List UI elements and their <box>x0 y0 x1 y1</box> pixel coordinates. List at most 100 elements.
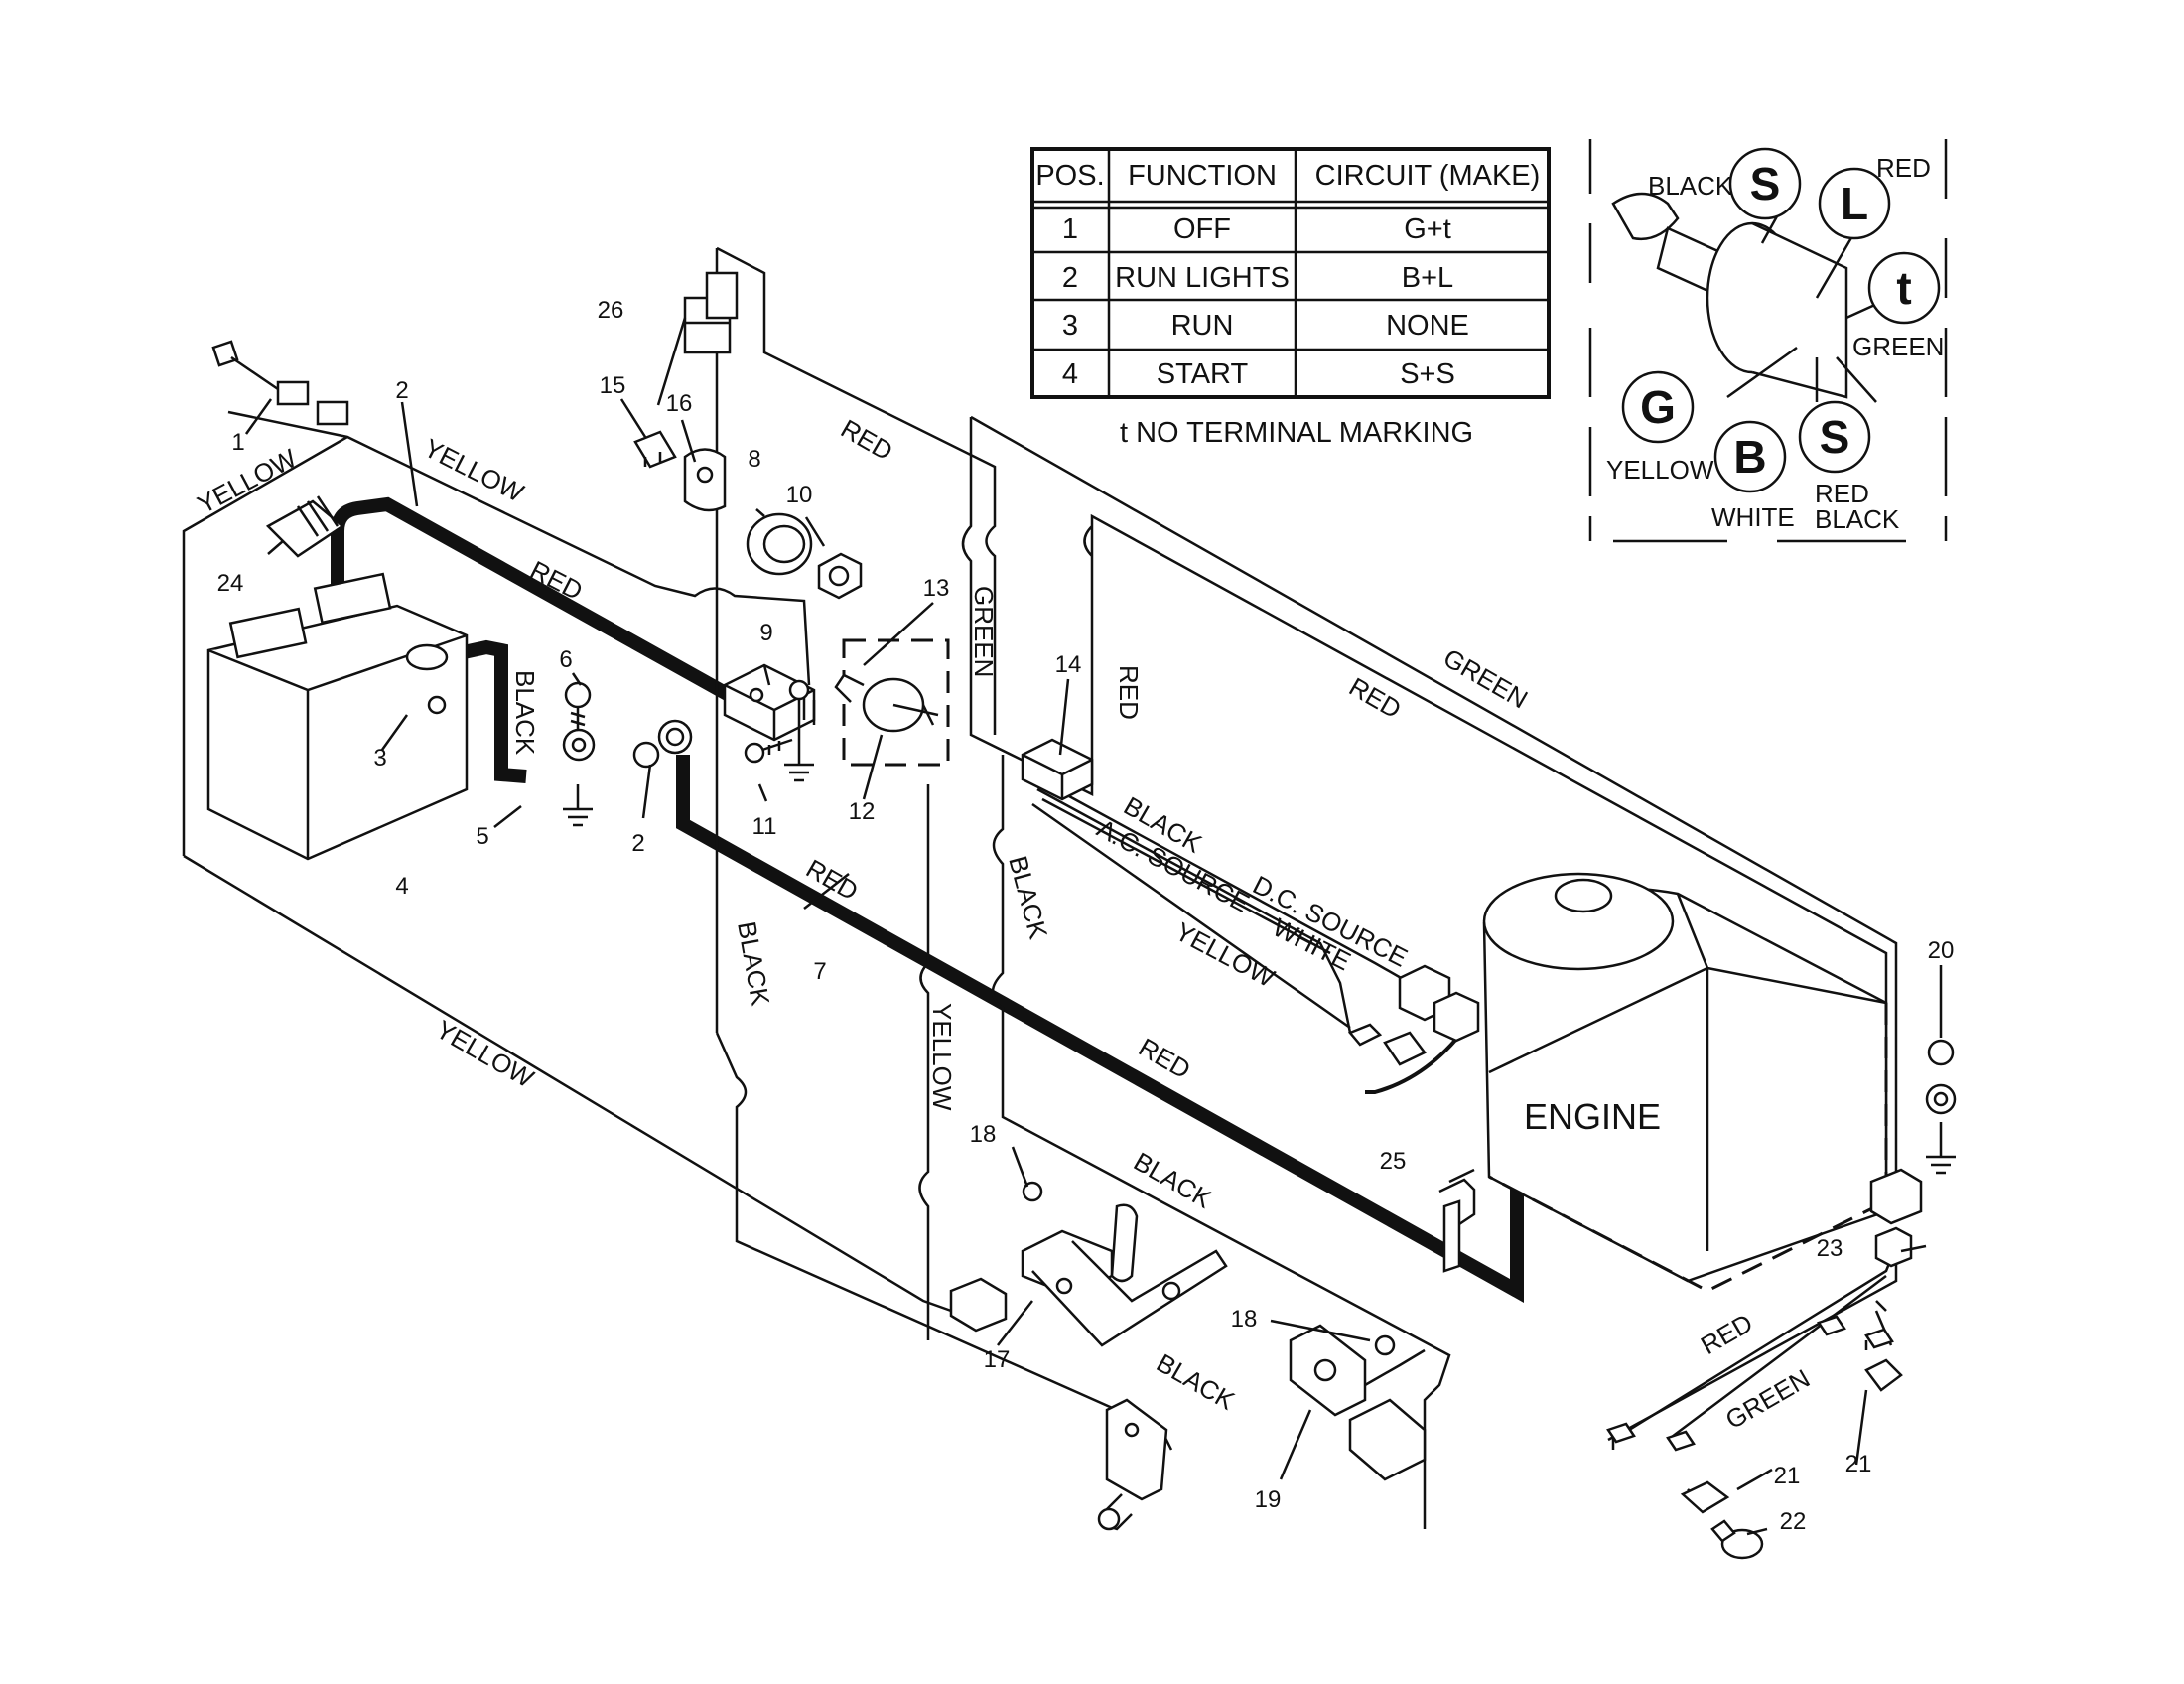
wire-label-yellow: YELLOW <box>927 1003 957 1111</box>
callout-6: 6 <box>559 646 572 673</box>
table-header-pos: POS. <box>1035 160 1104 192</box>
wire-label-black: BLACK <box>1129 1146 1217 1214</box>
plug-connector-icon <box>949 1277 1008 1333</box>
ground-icon <box>563 700 1956 1175</box>
inset-label-green: GREEN <box>1852 332 1944 361</box>
table-cell: RUN <box>1171 310 1234 342</box>
lamp-bulb-icon <box>1710 1519 1764 1560</box>
table-cell: OFF <box>1173 213 1231 245</box>
callout-24: 24 <box>217 570 244 597</box>
inset-label-yellow: YELLOW <box>1606 455 1714 485</box>
wire-harness <box>182 246 1898 1529</box>
wire-label-red: RED <box>1114 665 1144 720</box>
callout-23: 23 <box>1817 1235 1843 1262</box>
ignition-key-icon <box>1611 192 1848 399</box>
table-cell: 2 <box>1062 262 1078 294</box>
ignition-switch-inset: S L t G B S BLACK RED GREEN YELLOW WHITE… <box>1588 139 1948 543</box>
inset-label-red: RED <box>1876 153 1931 183</box>
table-cell: 4 <box>1062 358 1078 390</box>
wire-label-black: BLACK <box>1152 1347 1240 1416</box>
wire-label-green: GREEN <box>1438 642 1533 714</box>
callout-18: 18 <box>1231 1306 1258 1333</box>
table-cell: 1 <box>1062 213 1078 245</box>
wire-label-green: GREEN <box>1720 1363 1815 1435</box>
terminal-g: G <box>1621 370 1695 444</box>
fuse-icon <box>633 430 677 469</box>
wire-label-black: BLACK <box>732 919 775 1009</box>
svg-text:t: t <box>1896 262 1911 314</box>
engine-label: ENGINE <box>1524 1096 1661 1137</box>
callout-20: 20 <box>1928 937 1955 964</box>
table-header-function: FUNCTION <box>1128 160 1277 192</box>
wire-label-black: BLACK <box>510 670 540 756</box>
callout-4: 4 <box>395 873 408 900</box>
table-note: t NO TERMINAL MARKING <box>1120 417 1473 449</box>
callout-26: 26 <box>598 297 624 324</box>
table-cell: B+L <box>1402 262 1453 294</box>
harness-block-icon <box>1021 738 1094 801</box>
callout-22: 22 <box>1780 1508 1807 1535</box>
harness-connector-icon <box>211 340 349 426</box>
terminal-s-bottom: S <box>1798 400 1871 474</box>
svg-text:G: G <box>1640 381 1676 433</box>
callout-21: 21 <box>1845 1451 1872 1477</box>
terminal-t: t <box>1867 251 1941 325</box>
callout-12: 12 <box>849 798 876 825</box>
callout-25: 25 <box>1380 1148 1407 1175</box>
wire-label-yellow: YELLOW <box>419 433 529 508</box>
ignition-switch-icon <box>834 673 939 733</box>
lamp-socket-icon <box>1680 1358 1903 1514</box>
wire-label-red: RED <box>1344 671 1407 724</box>
callout-17: 17 <box>984 1346 1011 1373</box>
callout-7: 7 <box>813 958 826 985</box>
part-callouts: 1 2 2 3 4 5 6 7 8 9 10 11 12 13 14 15 16… <box>217 297 1955 1536</box>
light-connector-icon <box>1606 1168 1923 1452</box>
wire-label-red: RED <box>836 413 898 466</box>
switch-position-table: POS. FUNCTION CIRCUIT (MAKE) 1 OFF G+t 2… <box>1030 147 1551 449</box>
callout-1: 1 <box>231 429 244 456</box>
callout-19: 19 <box>1255 1486 1282 1513</box>
callout-13: 13 <box>923 575 950 602</box>
wire-label-black: BLACK <box>1003 853 1053 943</box>
inset-label-black-2: BLACK <box>1815 504 1900 534</box>
table-cell: 3 <box>1062 310 1078 342</box>
switch-bezel-icon <box>746 512 813 576</box>
callout-2: 2 <box>631 830 644 857</box>
wire-label-yellow: YELLOW <box>193 443 302 520</box>
fuse-clip-icon <box>683 448 727 512</box>
table-cell: START <box>1157 358 1249 390</box>
svg-text:S: S <box>1820 411 1850 463</box>
table-cell: G+t <box>1404 213 1451 245</box>
callout-16: 16 <box>666 390 693 417</box>
inset-label-red-2: RED <box>1815 479 1869 508</box>
switch-dashed-box <box>842 638 950 767</box>
callout-14: 14 <box>1055 651 1082 678</box>
svg-text:B: B <box>1733 431 1766 483</box>
solenoid-icon <box>723 663 816 742</box>
wire-label-yellow: YELLOW <box>1170 916 1280 994</box>
brake-switch-icon <box>1289 1324 1427 1481</box>
wire-label-red: RED <box>1696 1308 1758 1360</box>
callout-9: 9 <box>759 620 772 646</box>
switch-nut-icon <box>817 552 863 600</box>
fuse-holder-icon <box>683 271 739 354</box>
battery-clip-icon <box>265 495 345 558</box>
terminal-s-top: S <box>1728 147 1802 220</box>
table-cell: RUN LIGHTS <box>1115 262 1290 294</box>
callout-10: 10 <box>786 482 813 508</box>
table-cell: S+S <box>1400 358 1455 390</box>
callout-21: 21 <box>1774 1463 1801 1489</box>
bolt-icon <box>562 681 1957 1356</box>
engine-connector-icon <box>1347 964 1480 1066</box>
inset-label-black: BLACK <box>1648 171 1733 201</box>
wire-label-yellow: YELLOW <box>431 1014 539 1093</box>
svg-text:S: S <box>1750 158 1781 210</box>
callout-5: 5 <box>476 823 488 850</box>
svg-text:L: L <box>1841 178 1868 229</box>
wire-label-green: GREEN <box>969 586 999 677</box>
table-cell: NONE <box>1386 310 1469 342</box>
callout-18: 18 <box>970 1121 997 1148</box>
callout-3: 3 <box>373 745 386 772</box>
interlock-switch-icon <box>1438 1178 1476 1273</box>
